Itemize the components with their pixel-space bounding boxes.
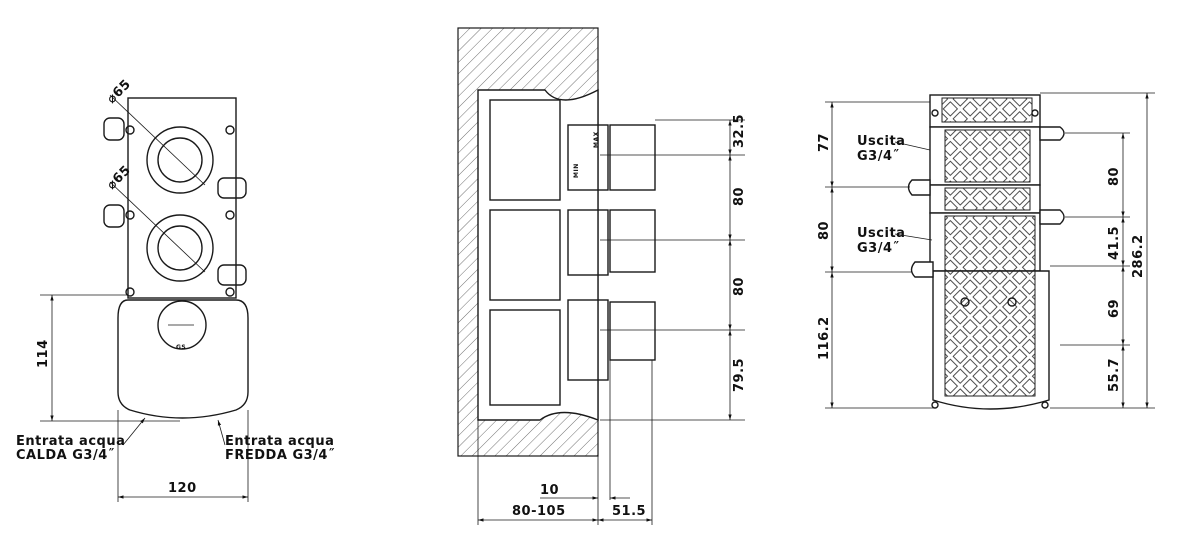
- cold-inlet-spec: FREDDA G3/4˝: [225, 448, 335, 463]
- hot-inlet-label: Entrata acqua: [16, 434, 125, 449]
- dim-80-a: 80: [732, 187, 747, 206]
- min-label: MIN: [573, 163, 580, 178]
- rear-view: Uscita G3/4˝ Uscita G3/4˝ 77 80 116.2 80…: [817, 92, 1155, 410]
- dim-10: 10: [540, 483, 559, 498]
- dim-286-2: 286.2: [1131, 234, 1146, 278]
- knob-top: [609, 124, 656, 191]
- cartridge-circle-bottom: [146, 214, 214, 282]
- dim-80-b: 80: [732, 277, 747, 296]
- outlet-top-label: Uscita: [857, 134, 905, 149]
- dim-32-5: 32.5: [732, 114, 747, 148]
- outlet-bottom-label: Uscita: [857, 226, 905, 241]
- front-view: ⌀65 ⌀65 GS 114 120 Entrata acqua CALDA G…: [16, 77, 335, 502]
- side-view: MAX MIN 32.5 80 80 79.5 10 80-105 51.5: [457, 27, 747, 525]
- knob-bottom: [609, 301, 656, 361]
- diameter-label-top: ⌀65: [104, 77, 134, 107]
- mounting-tab: [103, 204, 125, 228]
- mounting-tab: [217, 264, 247, 286]
- cartridge-circle-top: [146, 126, 214, 194]
- knob-middle: [609, 209, 656, 273]
- dim-79-5: 79.5: [732, 358, 747, 392]
- dim-80-left: 80: [817, 221, 832, 240]
- dim-projection: 51.5: [612, 504, 646, 519]
- outlet-top-spec: G3/4˝: [857, 149, 900, 164]
- mounting-tab: [103, 117, 125, 141]
- hot-inlet-spec: CALDA G3/4˝: [16, 448, 115, 463]
- max-label: MAX: [593, 131, 600, 148]
- width-dimension: 120: [168, 481, 197, 496]
- dim-55-7: 55.7: [1107, 358, 1122, 392]
- valve-body: [477, 88, 599, 422]
- diameter-label-bottom: ⌀65: [104, 163, 134, 193]
- dim-80-right: 80: [1107, 167, 1122, 186]
- dim-116-2: 116.2: [817, 316, 832, 360]
- brand-logo: GS: [176, 344, 186, 351]
- dim-41-5: 41.5: [1107, 226, 1122, 260]
- mounting-frame: [127, 97, 237, 299]
- height-dimension: 114: [36, 339, 51, 368]
- dim-69: 69: [1107, 299, 1122, 318]
- outlet-bottom-spec: G3/4˝: [857, 241, 900, 256]
- dim-77: 77: [817, 133, 832, 152]
- cold-inlet-label: Entrata acqua: [225, 434, 334, 449]
- mounting-tab: [217, 177, 247, 199]
- cover-plate: [117, 299, 249, 419]
- cover-cap: [157, 300, 207, 350]
- dim-wall-depth: 80-105: [512, 504, 566, 519]
